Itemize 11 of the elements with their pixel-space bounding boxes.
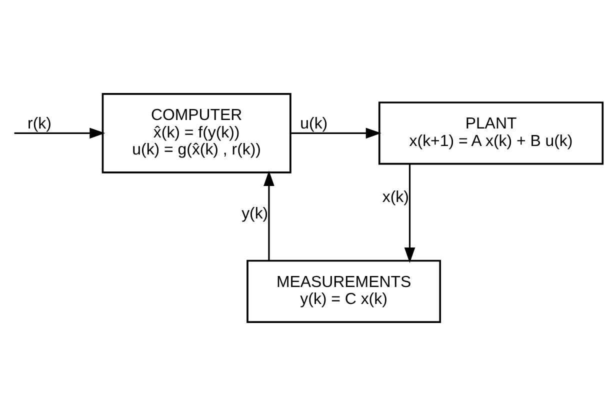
arrow [404,164,416,263]
arrow [14,127,106,138]
node-box: PLANT x(k+1) = A x(k) + B u(k) [378,101,604,164]
edge-label: x(k) [382,188,409,206]
node-box: MEASUREMENTS y(k) = C x(k) [246,259,442,323]
edge-label: u(k) [300,115,328,132]
arrow [264,170,274,260]
edge-label: y(k) [242,204,268,222]
edge-label: r(k) [28,115,52,132]
node-box: COMPUTER x̂(k) = f(y(k)) u(k) = g(x̂(k) , r(k)) [102,92,292,173]
arrow [290,127,382,138]
